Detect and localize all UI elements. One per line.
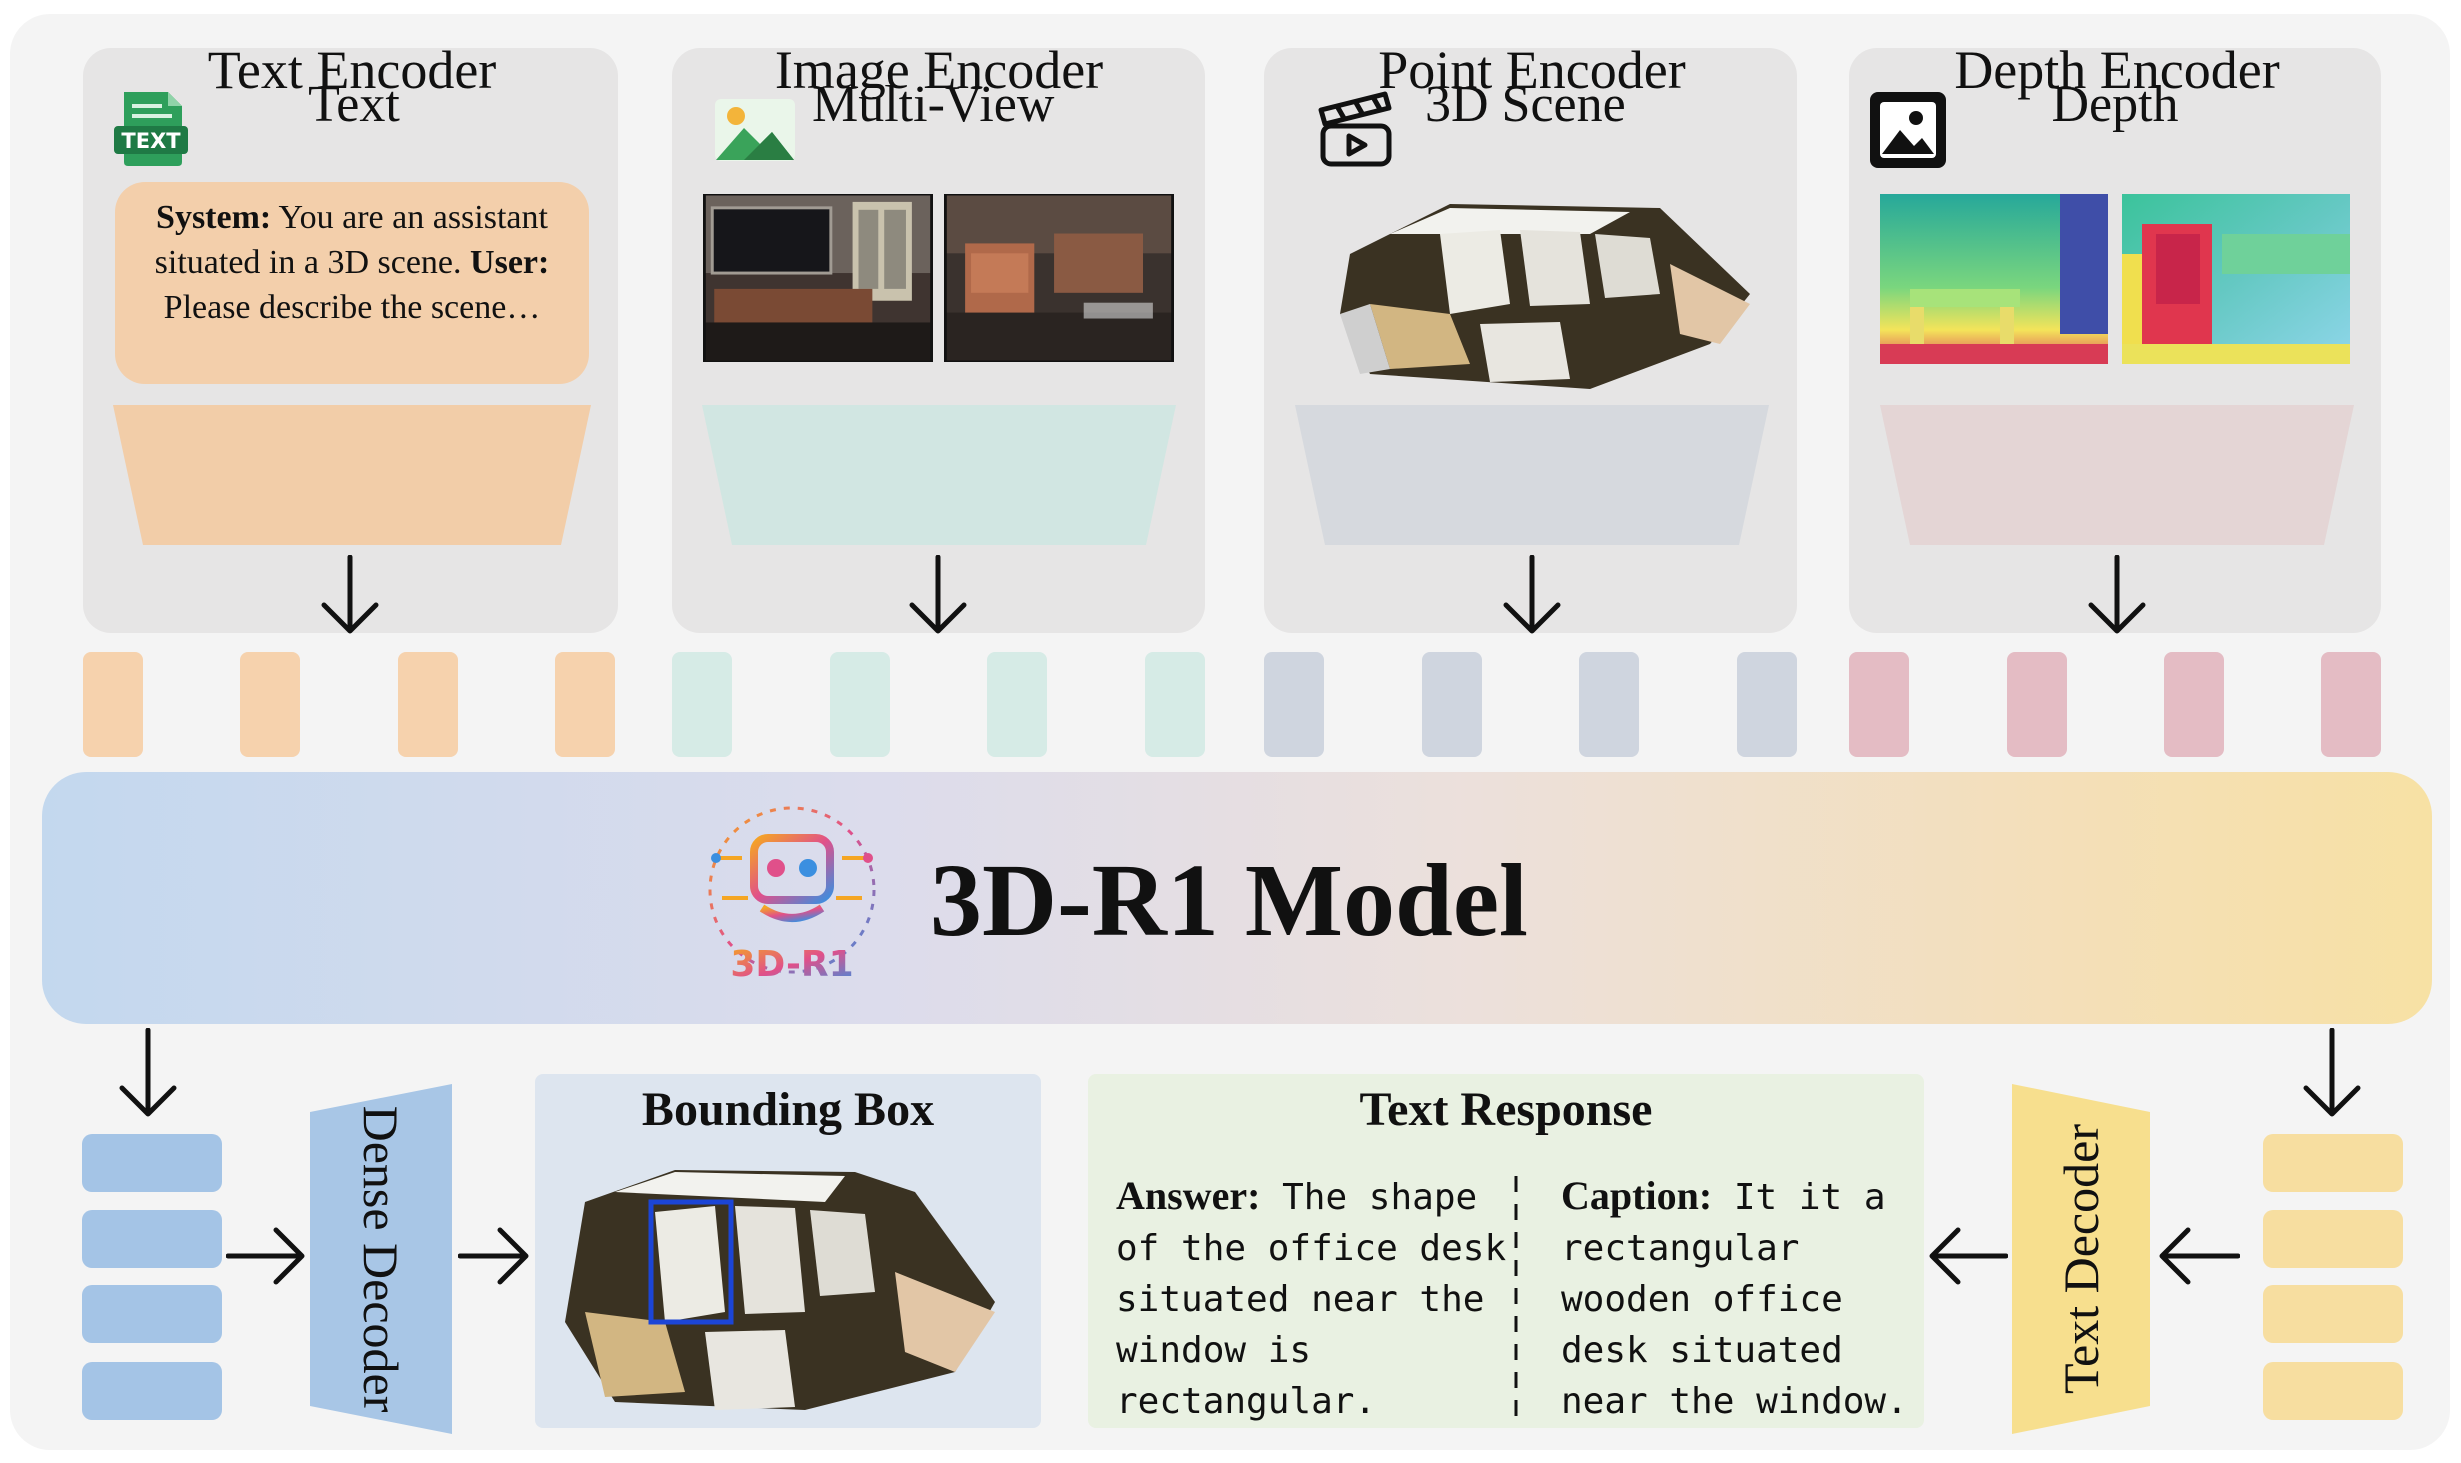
model-bar	[42, 772, 2432, 1024]
bounding-box-title: Bounding Box	[641, 1083, 935, 1136]
text-decoder-shape	[2012, 1084, 2150, 1434]
depth-map-1	[1880, 194, 2108, 364]
down-arrow-icon	[909, 555, 967, 634]
text-token	[240, 652, 300, 757]
image-token	[1145, 652, 1205, 757]
dense-decoder-shape	[310, 1084, 452, 1434]
point-token	[1579, 652, 1639, 757]
text-input-title: Text	[308, 76, 400, 133]
answer-block: Answer: The shape of the office desk sit…	[1116, 1170, 1516, 1427]
prompt-bubble: System: You are an assistant situated in…	[115, 182, 589, 384]
image-encoder-shape	[702, 405, 1176, 545]
dense-feature-block	[82, 1134, 222, 1192]
answer-text: The shape of the office desk situated ne…	[1116, 1177, 1507, 1422]
right-arrow-icon	[458, 1227, 529, 1285]
bounding-box-highlight	[648, 1199, 734, 1325]
depth-token	[2321, 652, 2381, 757]
model-title: 3D-R1 Model	[930, 843, 1528, 958]
point-token	[1264, 652, 1324, 757]
video-clapper-icon	[1318, 91, 1392, 167]
text-feature-block	[2263, 1285, 2403, 1343]
text-file-icon: TEXT	[114, 92, 188, 166]
text-feature-block	[2263, 1134, 2403, 1192]
dense-feature-block	[82, 1362, 222, 1420]
text-decoder-label: Text Decoder	[2053, 1124, 2109, 1394]
system-text: You are an assistant situated in a 3D sc…	[154, 199, 548, 281]
right-arrow-icon	[226, 1227, 305, 1285]
text-token	[398, 652, 458, 757]
caption-label: Caption:	[1561, 1173, 1713, 1218]
left-arrow-icon	[2159, 1227, 2240, 1285]
text-feature-block	[2263, 1362, 2403, 1420]
depth-encoder-shape	[1880, 405, 2354, 545]
point-encoder-shape	[1295, 405, 1769, 545]
down-arrow-icon	[2088, 555, 2146, 634]
text-feature-block	[2263, 1210, 2403, 1268]
text-response-title: Text Response	[1359, 1083, 1653, 1136]
depth-token	[2007, 652, 2067, 757]
text-response-panel	[1088, 1074, 1924, 1428]
scene-input-title: 3D Scene	[1425, 76, 1626, 133]
text-encoder-label: Text Encoder	[207, 40, 497, 100]
image-token	[987, 652, 1047, 757]
dense-feature-block	[82, 1285, 222, 1343]
point-token	[1422, 652, 1482, 757]
point-encoder-label: Point Encoder	[1378, 40, 1686, 100]
landscape-image-icon	[715, 99, 795, 161]
left-arrow-icon	[1929, 1227, 2008, 1285]
answer-label: Answer:	[1116, 1173, 1261, 1218]
down-arrow-icon	[2303, 1028, 2361, 1117]
down-arrow-icon	[1503, 555, 1561, 634]
down-arrow-icon	[321, 555, 379, 634]
response-divider	[1514, 1176, 1518, 1424]
bbox-point-cloud	[565, 1170, 995, 1410]
down-arrow-icon	[119, 1028, 177, 1117]
point-token	[1737, 652, 1797, 757]
text-token	[555, 652, 615, 757]
user-text: Please describe the scene…	[163, 289, 541, 326]
system-label: System:	[156, 199, 272, 236]
image-token	[672, 652, 732, 757]
caption-text: It it a rectangular wooden office desk s…	[1561, 1177, 1908, 1422]
logo-text: 3D-R1	[730, 944, 853, 985]
image-encoder-label: Image Encoder	[774, 40, 1104, 100]
depth-map-2	[2122, 194, 2350, 364]
caption-block: Caption: It it a rectangular wooden offi…	[1561, 1170, 1931, 1427]
image-token	[830, 652, 890, 757]
user-label: User:	[470, 244, 550, 281]
dense-decoder-label: Dense Decoder	[353, 1105, 409, 1413]
dense-feature-block	[82, 1210, 222, 1268]
svg-text:TEXT: TEXT	[121, 129, 181, 153]
depth-token	[1849, 652, 1909, 757]
photo-icon	[1870, 92, 1946, 168]
depth-encoder-label: Depth Encoder	[1954, 40, 2280, 100]
depth-input-title: Depth	[2051, 76, 2179, 133]
scene-point-cloud	[1340, 204, 1750, 389]
multiview-input-title: Multi-View	[812, 76, 1055, 133]
text-encoder-shape	[113, 405, 591, 545]
robot-logo-icon: 3D-R1	[708, 806, 876, 985]
text-token	[83, 652, 143, 757]
multiview-photo-2	[944, 194, 1174, 362]
depth-token	[2164, 652, 2224, 757]
multiview-photo-1	[703, 194, 933, 362]
